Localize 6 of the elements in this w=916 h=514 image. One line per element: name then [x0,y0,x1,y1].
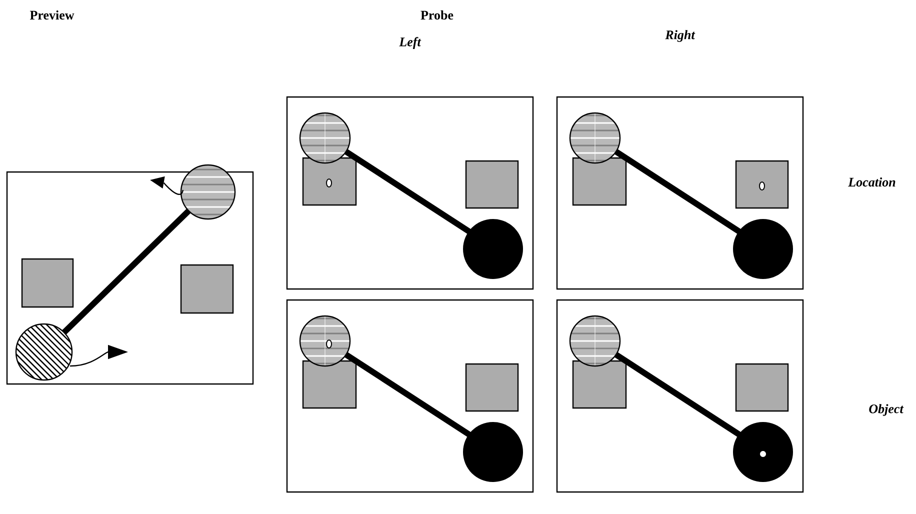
heading: Probe [420,10,454,20]
column-label: Right [665,30,696,42]
row-label: Location [848,177,896,187]
row-label: Object [869,404,904,416]
column-label: Left [399,37,422,49]
heading: Preview [30,10,74,20]
